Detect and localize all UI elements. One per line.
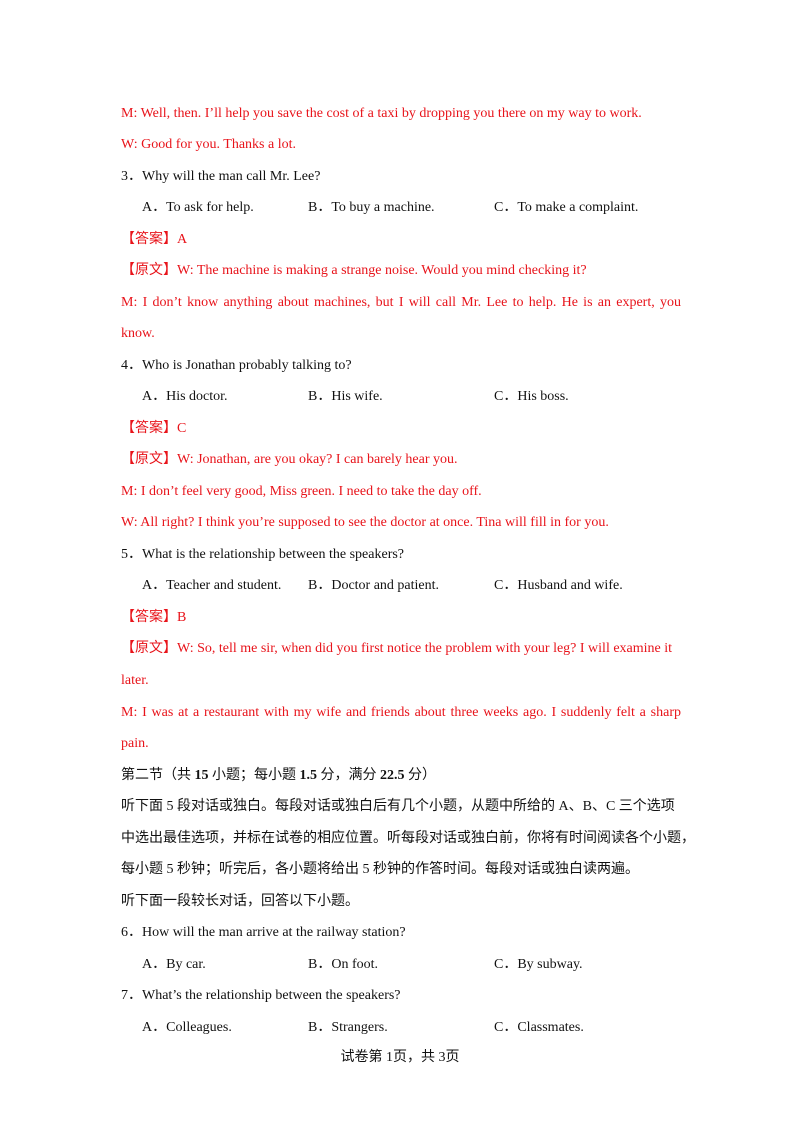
option-b: B．Doctor and patient. (308, 578, 440, 593)
script-text: W: So, tell me sir, when did you first n… (177, 641, 673, 656)
option-a: A．By car. (142, 957, 206, 972)
script-text: W: Jonathan, are you okay? I can barely … (177, 452, 458, 467)
instruction-line: 中选出最佳选项，并标在试卷的相应位置。听每段对话或独白前，你将有时间阅读各个小题… (121, 831, 695, 846)
instruction-line: 听下面一段较长对话，回答以下小题。 (121, 894, 359, 909)
script-line: know. (121, 326, 155, 341)
instruction-line: 每小题 5 秒钟；听完后，各小题将给出 5 秒钟的作答时间。每段对话或独白读两遍… (121, 862, 639, 877)
script-line: pain. (121, 736, 149, 751)
answer-tag: 【答案】 (121, 610, 177, 625)
option-a: A．Teacher and student. (142, 578, 282, 593)
answer-tag: 【答案】 (121, 232, 177, 247)
question-3: 3．Why will the man call Mr. Lee? (121, 169, 321, 184)
option-a: A．To ask for help. (142, 200, 254, 215)
script-line: 【原文】W: So, tell me sir, when did you fir… (121, 639, 681, 659)
option-a: A．His doctor. (142, 389, 228, 404)
option-c: C．His boss. (494, 389, 569, 404)
instruction-line: 听下面 5 段对话或独白。每段对话或独白后有几个小题，从题中所给的 A、B、C … (121, 799, 675, 814)
question-5: 5．What is the relationship between the s… (121, 547, 405, 562)
script-line: W: All right? I think you’re supposed to… (121, 515, 609, 530)
option-b: B．To buy a machine. (308, 200, 435, 215)
option-a: A．Colleagues. (142, 1020, 232, 1035)
option-c: C．By subway. (494, 957, 583, 972)
script-line: 【原文】W: Jonathan, are you okay? I can bar… (121, 450, 681, 470)
answer-value: C (177, 421, 187, 436)
script-tag: 【原文】 (121, 263, 177, 278)
answer-line: 【答案】C (121, 419, 681, 439)
script-line: M: I was at a restaurant with my wife an… (121, 705, 681, 720)
script-tag: 【原文】 (121, 452, 177, 467)
script-tag: 【原文】 (121, 641, 177, 656)
script-line: M: I don’t feel very good, Miss green. I… (121, 484, 482, 499)
dialogue-line: M: Well, then. I’ll help you save the co… (121, 106, 642, 121)
option-b: B．On foot. (308, 957, 378, 972)
question-7: 7．What’s the relationship between the sp… (121, 988, 401, 1003)
question-6: 6．How will the man arrive at the railway… (121, 925, 406, 940)
dialogue-line: W: Good for you. Thanks a lot. (121, 137, 296, 152)
option-c: C．Husband and wife. (494, 578, 623, 593)
answer-value: A (177, 232, 188, 247)
answer-line: 【答案】B (121, 608, 681, 628)
answer-line: 【答案】A (121, 230, 681, 250)
script-line: later. (121, 673, 149, 688)
page-footer: 试卷第 1页，共 3页 (340, 1050, 460, 1065)
section-heading: 第二节（共 15 小题；每小题 1.5 分，满分 22.5 分） (121, 768, 436, 783)
option-c: C．To make a complaint. (494, 200, 639, 215)
script-line: M: I don’t know anything about machines,… (121, 295, 681, 310)
answer-value: B (177, 610, 187, 625)
answer-tag: 【答案】 (121, 421, 177, 436)
script-line: 【原文】W: The machine is making a strange n… (121, 261, 681, 281)
option-b: B．His wife. (308, 389, 383, 404)
option-b: B．Strangers. (308, 1020, 388, 1035)
question-4: 4．Who is Jonathan probably talking to? (121, 358, 352, 373)
option-c: C．Classmates. (494, 1020, 584, 1035)
script-text: W: The machine is making a strange noise… (177, 263, 587, 278)
